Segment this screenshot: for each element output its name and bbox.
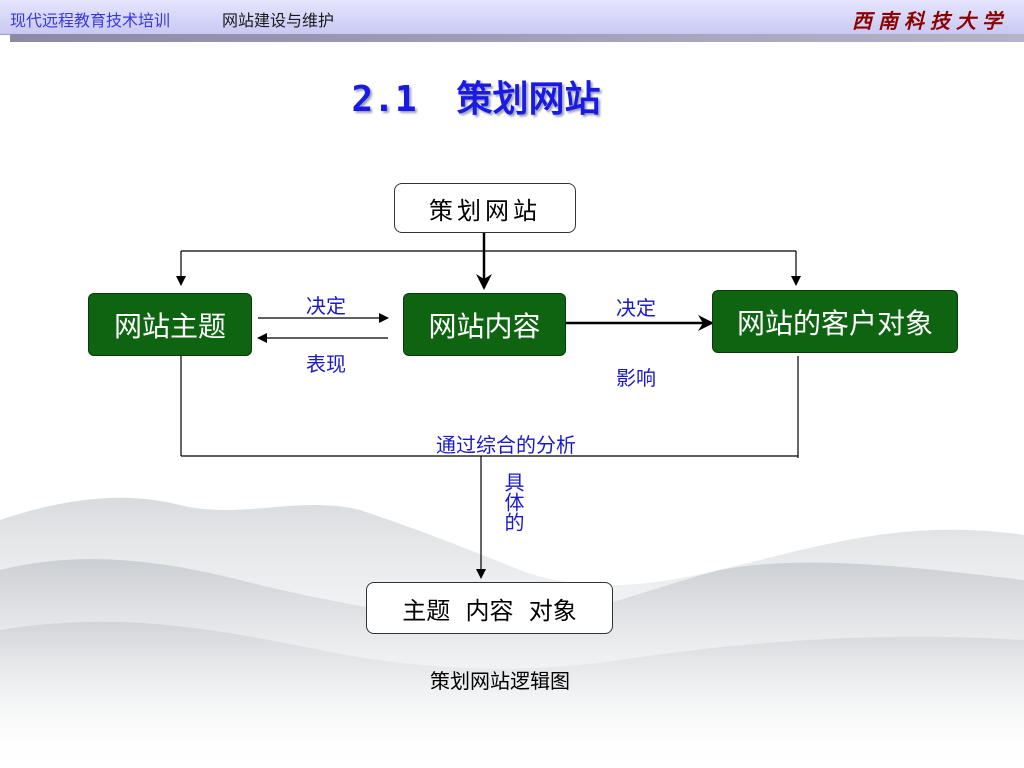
label-comprehensive-analysis: 通过综合的分析 xyxy=(436,433,576,457)
header-divider xyxy=(10,34,1024,42)
node-website-content-label: 网站内容 xyxy=(428,309,541,343)
diagram-caption: 策划网站逻辑图 xyxy=(430,669,570,693)
course-name: 现代远程教育技术培训 xyxy=(10,11,171,30)
node-result-label: 主题 内容 对象 xyxy=(402,596,577,625)
university-logo-text: 西南科技大学 xyxy=(852,9,1008,33)
label-content-decides-audience: 决定 xyxy=(616,296,656,320)
node-website-theme-label: 网站主题 xyxy=(113,309,226,343)
node-result: 主题 内容 对象 xyxy=(366,582,613,634)
node-website-audience-label: 网站的客户对象 xyxy=(736,306,933,340)
label-content-expresses-theme: 表现 xyxy=(306,352,346,376)
slide-title: 2.1 策划网站 xyxy=(0,70,952,122)
subject-name: 网站建设与维护 xyxy=(222,11,335,30)
node-website-theme: 网站主题 xyxy=(88,293,252,356)
node-website-content: 网站内容 xyxy=(403,293,566,356)
label-theme-decides-content: 决定 xyxy=(306,294,346,318)
section-title: 策划网站 xyxy=(456,79,601,120)
label-audience-influences: 影响 xyxy=(616,366,656,390)
section-number: 2.1 xyxy=(351,79,417,120)
header-bar: 现代远程教育技术培训 网站建设与维护 西南科技大学 xyxy=(0,0,1024,35)
node-website-audience: 网站的客户对象 xyxy=(712,290,958,353)
node-plan-website-label: 策划网站 xyxy=(429,196,541,225)
node-plan-website: 策划网站 xyxy=(394,183,576,233)
label-specific: 具体的 xyxy=(501,472,525,532)
